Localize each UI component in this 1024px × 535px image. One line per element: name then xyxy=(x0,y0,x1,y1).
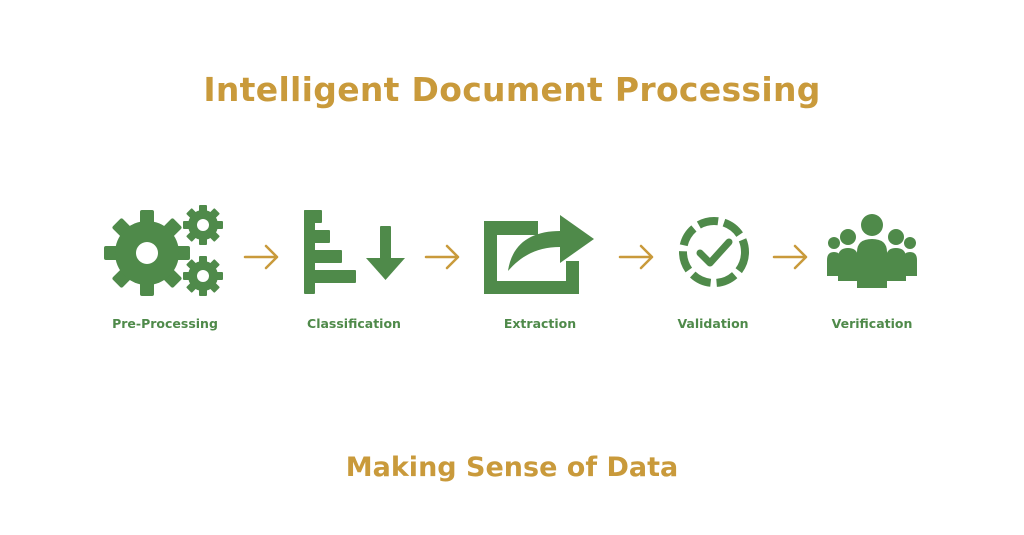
arrow-right-icon xyxy=(243,244,279,270)
people-group-icon xyxy=(827,214,917,288)
arrow-right-icon xyxy=(424,244,460,270)
step-label-validation: Validation xyxy=(677,316,749,331)
arrow-right-icon xyxy=(618,244,654,270)
diagram-title: Intelligent Document Processing xyxy=(203,70,821,109)
step-label-classification: Classification xyxy=(307,316,401,331)
share-export-icon xyxy=(484,215,594,294)
step-label-extraction: Extraction xyxy=(503,316,577,331)
gears-icon xyxy=(104,205,223,296)
arrow-right-icon xyxy=(772,244,808,270)
sort-descending-icon xyxy=(304,210,405,294)
check-circle-dashed-icon xyxy=(679,217,749,287)
step-label-pre-processing: Pre-Processing xyxy=(112,316,218,331)
diagram-subtitle: Making Sense of Data xyxy=(345,452,679,483)
step-label-verification: Verification xyxy=(831,316,913,331)
